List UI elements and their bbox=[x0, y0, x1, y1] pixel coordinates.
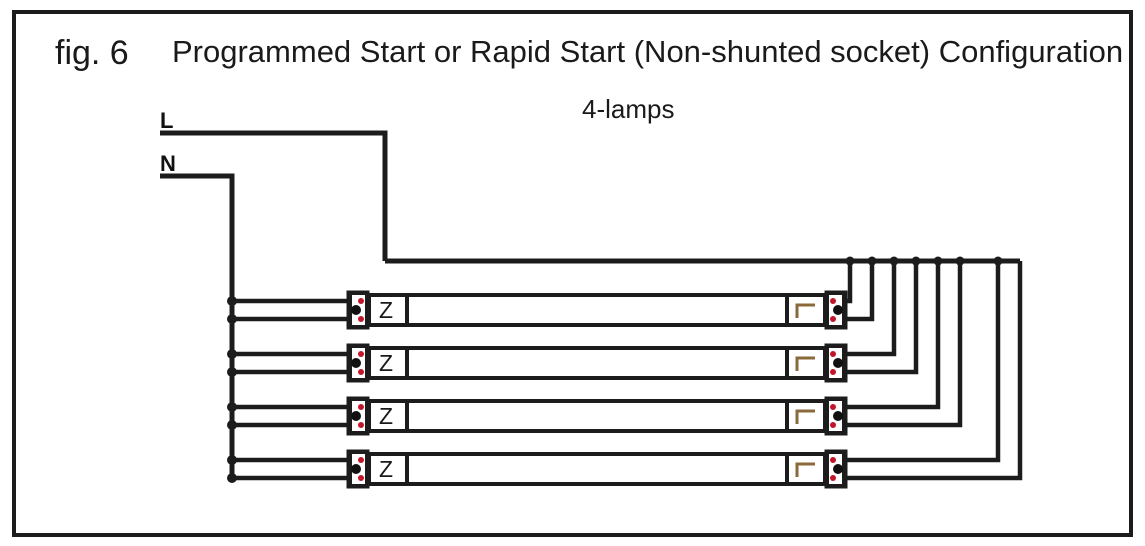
lamp-3-socket-left-pin-top-icon bbox=[358, 404, 364, 410]
bus-junction-5 bbox=[933, 256, 943, 266]
lamp-1-left-mark: Z bbox=[379, 297, 393, 323]
lamp-4-socket-right-pin-top-icon bbox=[830, 457, 836, 463]
lamp-4-socket-left-pin-top-icon bbox=[358, 457, 364, 463]
lamp-4-endcap-left bbox=[367, 452, 409, 486]
lamp-4-right-mark-icon bbox=[795, 462, 815, 477]
lamp-2-junction-bottom bbox=[227, 367, 237, 377]
bus-junction-1 bbox=[845, 256, 855, 266]
lamp-4-left-mark: Z bbox=[379, 456, 393, 482]
figure-subtitle: 4-lamps bbox=[582, 94, 674, 124]
bus-junction-3 bbox=[889, 256, 899, 266]
lamp-2-left-mark: Z bbox=[379, 350, 393, 376]
lamp-1-socket-right-contact-icon bbox=[833, 305, 843, 315]
lamp-3-socket-right-contact-icon bbox=[833, 411, 843, 421]
lamp-4-junction-bottom bbox=[227, 473, 237, 483]
line-terminal-label: L bbox=[160, 108, 173, 133]
lamp-4-socket-left-pin-bottom-icon bbox=[358, 475, 364, 481]
neutral-wire-N bbox=[160, 173, 235, 480]
lamp-1-right-mark-icon bbox=[795, 303, 815, 318]
lamp-4-junction-top bbox=[227, 455, 237, 465]
lamp-3-tube bbox=[367, 399, 827, 433]
riser-6 bbox=[845, 261, 963, 428]
line-wire-L bbox=[160, 130, 388, 261]
lamp-1-endcap-right bbox=[785, 293, 827, 327]
lamp-2-junction-top bbox=[227, 349, 237, 359]
lamp-1-socket-left-pin-top-icon bbox=[358, 298, 364, 304]
lamp-2-socket-left-pin-top-icon bbox=[358, 351, 364, 357]
lamp-3-right-mark-icon bbox=[795, 409, 815, 424]
riser-7 bbox=[845, 261, 1001, 463]
lamp-3-endcap-right bbox=[785, 399, 827, 433]
figure-title: Programmed Start or Rapid Start (Non-shu… bbox=[172, 34, 1123, 69]
lamp-2-tube bbox=[367, 346, 827, 380]
lamp-4-socket-left-contact-icon bbox=[351, 464, 361, 474]
lamp-2-socket-left-contact-icon bbox=[351, 358, 361, 368]
lamp-2-socket-right-contact-icon bbox=[833, 358, 843, 368]
diagram-frame bbox=[12, 10, 1133, 537]
lamp-2-endcap-right bbox=[785, 346, 827, 380]
lamp-1-tube bbox=[367, 293, 827, 327]
riser-8 bbox=[845, 261, 1023, 481]
lamp-3-socket-left-contact-icon bbox=[351, 411, 361, 421]
lamp-2-socket-left-pin-bottom-icon bbox=[358, 369, 364, 375]
lamp-3-socket-left-pin-bottom-icon bbox=[358, 422, 364, 428]
bus-junction-6 bbox=[955, 256, 965, 266]
lamp-1-socket-right-pin-bottom-icon bbox=[830, 316, 836, 322]
bus-junction-2 bbox=[867, 256, 877, 266]
riser-5 bbox=[845, 261, 941, 410]
lamp-1-socket-left-contact-icon bbox=[351, 305, 361, 315]
lamp-row-1: Z bbox=[227, 290, 848, 330]
figure-label: fig. 6 bbox=[55, 34, 129, 72]
riser-3 bbox=[845, 261, 897, 357]
lamp-2-right-mark-icon bbox=[795, 356, 815, 371]
lamp-1-junction-bottom bbox=[227, 314, 237, 324]
right-bus-risers bbox=[845, 256, 1023, 481]
lamp-3-socket-right-pin-bottom-icon bbox=[830, 422, 836, 428]
riser-4 bbox=[845, 261, 919, 375]
lamp-4-endcap-right bbox=[785, 452, 827, 486]
lamp-4-tube bbox=[367, 452, 827, 486]
lamp-2-socket-right-pin-top-icon bbox=[830, 351, 836, 357]
lamp-row-3: Z bbox=[227, 396, 848, 436]
lamp-3-socket-right-pin-top-icon bbox=[830, 404, 836, 410]
lamp-2-socket-right-pin-bottom-icon bbox=[830, 369, 836, 375]
lamp-4-socket-right-pin-bottom-icon bbox=[830, 475, 836, 481]
bus-junction-7 bbox=[993, 256, 1003, 266]
lamp-4-socket-right-contact-icon bbox=[833, 464, 843, 474]
lamp-3-junction-top bbox=[227, 402, 237, 412]
neutral-terminal-label: N bbox=[160, 151, 176, 176]
riser-2 bbox=[845, 261, 875, 322]
lamp-3-junction-bottom bbox=[227, 420, 237, 430]
lamp-1-junction-top bbox=[227, 296, 237, 306]
lamp-row-4: Z bbox=[227, 449, 848, 489]
lamp-row-2: Z bbox=[227, 343, 848, 383]
lamp-3-left-mark: Z bbox=[379, 403, 393, 429]
lamp-1-socket-right-pin-top-icon bbox=[830, 298, 836, 304]
bus-junction-4 bbox=[911, 256, 921, 266]
lamp-1-socket-left-pin-bottom-icon bbox=[358, 316, 364, 322]
